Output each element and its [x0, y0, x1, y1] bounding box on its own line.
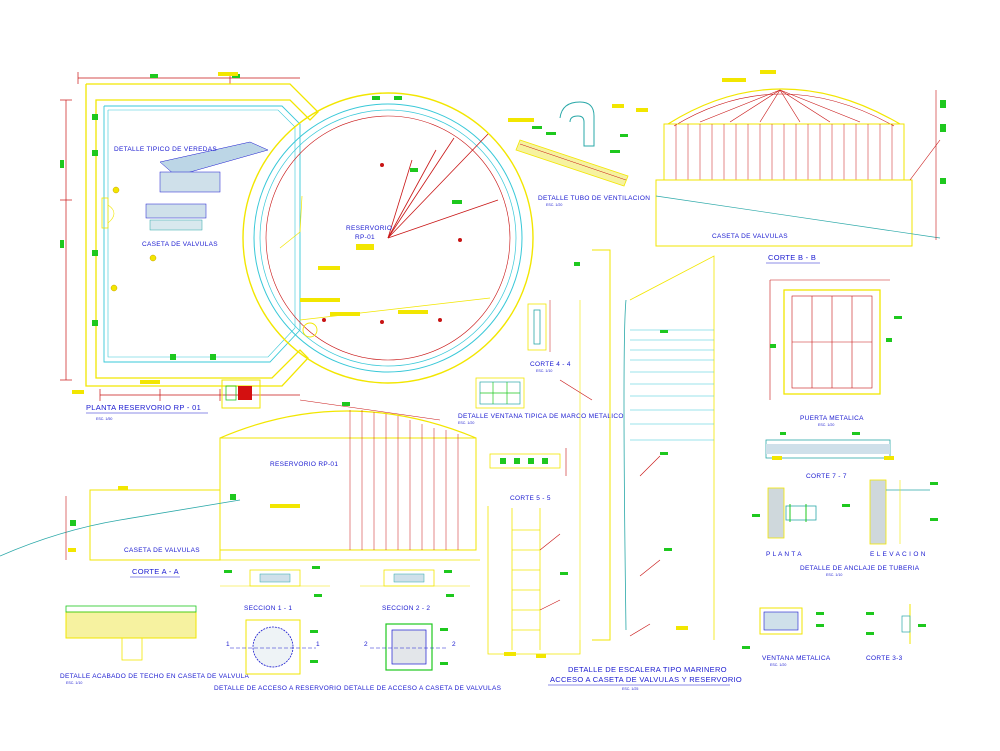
reservorio-circle-plan: RESERVORIO RP-01	[242, 92, 534, 384]
corte-3-title: CORTE 3-3	[866, 655, 903, 662]
corte-4-detail: CORTE 4 - 4 ESC. 1/10	[527, 300, 571, 373]
acceso-caseta-title: DETALLE DE ACCESO A CASETA DE VALVULAS	[344, 685, 502, 692]
anclaje-scale: ESC. 1/10	[826, 573, 842, 577]
ventana-metalica-scale: ESC. 1/20	[770, 663, 786, 667]
planta-reservorio-plan: DETALLE TIPICO DE VEREDAS CASETA DE VALV…	[60, 72, 319, 421]
acabado-techo-detail: DETALLE ACABADO DE TECHO EN CASETA DE VA…	[60, 605, 250, 685]
corte-3-detail: CORTE 3-3	[866, 604, 926, 662]
ventana-metalica-detail: VENTANA METALICA ESC. 1/20	[742, 607, 831, 667]
anclaje-planta-label: P L A N T A	[766, 551, 802, 558]
acceso-reservorio-mark-left: 1	[226, 641, 230, 648]
ventana-tipica-scale: ESC. 1/20	[458, 421, 474, 425]
corte-a-title: CORTE A - A	[132, 567, 179, 576]
corte-4-scale: ESC. 1/10	[536, 369, 552, 373]
acceso-caseta-detail: 2 2 DETALLE DE ACCESO A CASETA DE VALVUL…	[344, 623, 502, 692]
acceso-reservorio-mark-right: 1	[316, 641, 320, 648]
corte-7-title: CORTE 7 - 7	[806, 473, 847, 480]
ventana-tipica-detail: DETALLE VENTANA TIPICA DE MARCO METALICO…	[458, 377, 624, 425]
corte-5-detail: CORTE 5 - 5	[489, 448, 567, 502]
escalera-scale: ESC. 1/25	[622, 687, 638, 691]
acceso-reservorio-detail: 1 1 DETALLE DE ACCESO A RESERVORIO	[214, 619, 342, 692]
escalera-title-1: DETALLE DE ESCALERA TIPO MARINERO	[568, 665, 727, 674]
seccion-2-title: SECCION 2 - 2	[382, 605, 430, 612]
corte-b-section: CASETA DE VALVULAS CORTE B - B	[655, 70, 946, 264]
puerta-scale: ESC. 1/20	[818, 423, 834, 427]
anclaje-tuberia-title: DETALLE DE ANCLAJE DE TUBERIA	[800, 565, 920, 572]
acabado-techo-title: DETALLE ACABADO DE TECHO EN CASETA DE VA…	[60, 673, 250, 680]
detalle-tipico-title: DETALLE TIPICO DE VEREDAS	[114, 146, 217, 153]
tubo-scale: ESC. 1/20	[546, 203, 562, 207]
escalera-title-2: ACCESO A CASETA DE VALVULAS Y RESERVORIO	[550, 675, 742, 684]
reservorio-plan-code: RP-01	[355, 234, 375, 241]
acabado-scale: ESC. 1/10	[66, 681, 82, 685]
acceso-caseta-mark-left: 2	[364, 641, 368, 648]
seccion-2-detail: SECCION 2 - 2	[360, 569, 470, 612]
anclaje-tuberia-detail: P L A N T A E L E V A C I O N DETALLE DE…	[752, 479, 938, 577]
reservorio-corte-label: RESERVORIO RP-01	[270, 461, 338, 468]
caseta-corte-a-label: CASETA DE VALVULAS	[124, 547, 200, 554]
caseta-corte-b-label: CASETA DE VALVULAS	[712, 233, 788, 240]
puerta-metalica-detail: PUERTA METALICA ESC. 1/20	[769, 279, 902, 427]
escalera-marinero-detail: DETALLE DE ESCALERA TIPO MARINERO ACCESO…	[487, 249, 742, 691]
seccion-1-title: SECCION 1 - 1	[244, 605, 292, 612]
planta-scale: ESC. 1/50	[96, 417, 112, 421]
anclaje-elevacion-label: E L E V A C I O N	[870, 551, 926, 558]
corte-4-title: CORTE 4 - 4	[530, 361, 571, 368]
reservorio-plan-label: RESERVORIO	[346, 225, 392, 232]
acceso-reservorio-title: DETALLE DE ACCESO A RESERVORIO	[214, 685, 342, 692]
ventana-metalica-title: VENTANA METALICA	[762, 655, 831, 662]
acceso-caseta-mark-right: 2	[452, 641, 456, 648]
corte-7-detail: CORTE 7 - 7	[765, 432, 894, 480]
corte-5-title: CORTE 5 - 5	[510, 495, 551, 502]
puerta-metalica-title: PUERTA METALICA	[800, 415, 864, 422]
caseta-valvulas-plan-label: CASETA DE VALVULAS	[142, 241, 218, 248]
corte-b-title: CORTE B - B	[768, 253, 816, 262]
corte-a-section: RESERVORIO RP-01 CASETA DE VALVULAS CORT…	[0, 399, 480, 578]
tubo-ventilacion-title: DETALLE TUBO DE VENTILACION	[538, 195, 650, 202]
planta-reservorio-title: PLANTA RESERVORIO RP - 01	[86, 403, 201, 412]
ventana-tipica-title: DETALLE VENTANA TIPICA DE MARCO METALICO	[458, 413, 624, 420]
seccion-1-detail: SECCION 1 - 1	[220, 566, 330, 612]
tubo-ventilacion-detail: DETALLE TUBO DE VENTILACION ESC. 1/20	[515, 101, 650, 207]
